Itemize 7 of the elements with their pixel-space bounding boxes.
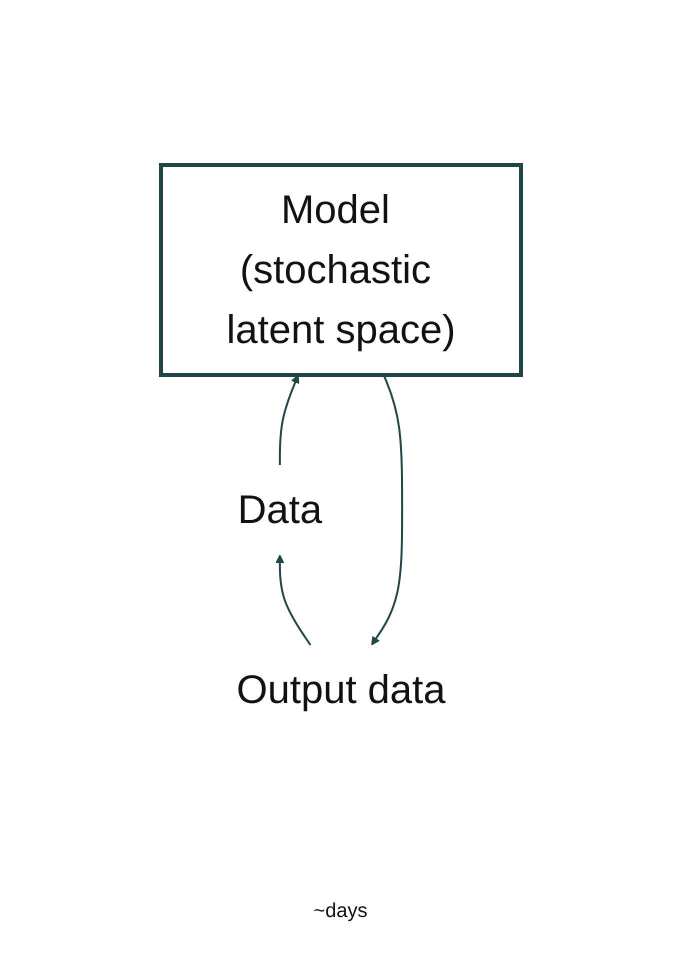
node-box: Model (stochastic latent space) [158,163,522,377]
arrow [274,554,311,646]
node-text: Data [237,488,322,532]
note-text: ~days [314,900,368,923]
node-text: Output data [236,668,446,712]
arrow [370,374,403,646]
arrow [278,374,299,465]
